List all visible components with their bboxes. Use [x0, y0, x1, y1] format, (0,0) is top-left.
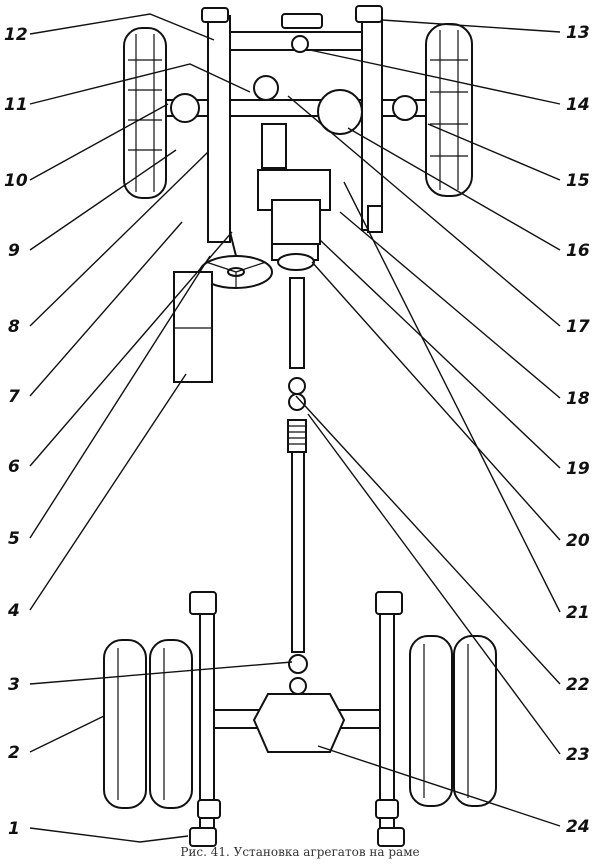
engine-block [253, 35, 331, 245]
steering-column [229, 231, 237, 257]
label-22: 22 [566, 675, 590, 695]
label-8: 8 [8, 317, 20, 337]
label-3: 3 [8, 675, 20, 695]
pedal-plate [173, 271, 213, 383]
label-5: 5 [8, 529, 20, 549]
label-24: 24 [566, 817, 590, 837]
bumper-bracket [281, 13, 323, 29]
rear-right-wheels [409, 635, 497, 807]
label-11: 11 [4, 95, 28, 115]
label-18: 18 [566, 389, 590, 409]
label-21: 21 [566, 603, 590, 623]
propeller-shaft [287, 277, 308, 674]
label-9: 9 [8, 241, 20, 261]
label-19: 19 [566, 459, 590, 479]
label-12: 12 [4, 25, 28, 45]
front-axle-beam [165, 93, 427, 123]
label-2: 2 [8, 743, 20, 763]
label-1: 1 [8, 819, 20, 839]
gearbox [271, 243, 319, 271]
figure-caption: Рис. 41. Установка агрегатов на раме [180, 845, 420, 859]
label-17: 17 [566, 317, 590, 337]
label-20: 20 [566, 531, 590, 551]
label-7: 7 [8, 387, 20, 407]
front-right-wheel [425, 23, 473, 197]
labels-left: 12 11 10 9 8 7 6 5 4 3 2 1 [4, 25, 28, 839]
fuel-tank [317, 89, 363, 135]
label-13: 13 [566, 23, 590, 43]
front-left-wheel [123, 27, 167, 199]
label-16: 16 [566, 241, 590, 261]
label-4: 4 [7, 601, 20, 621]
label-10: 10 [4, 171, 28, 191]
rear-axle [211, 677, 389, 753]
label-15: 15 [566, 171, 590, 191]
leader-lines-right [287, 19, 561, 827]
frame-right-rail [355, 5, 383, 233]
label-6: 6 [8, 457, 20, 477]
label-14: 14 [566, 95, 590, 115]
frame-left-rail [201, 7, 231, 243]
label-23: 23 [566, 745, 590, 765]
leader-lines-left [29, 13, 293, 843]
labels-right: 13 14 15 16 17 18 19 20 21 22 23 24 [566, 23, 590, 837]
rear-left-wheels [103, 639, 193, 809]
